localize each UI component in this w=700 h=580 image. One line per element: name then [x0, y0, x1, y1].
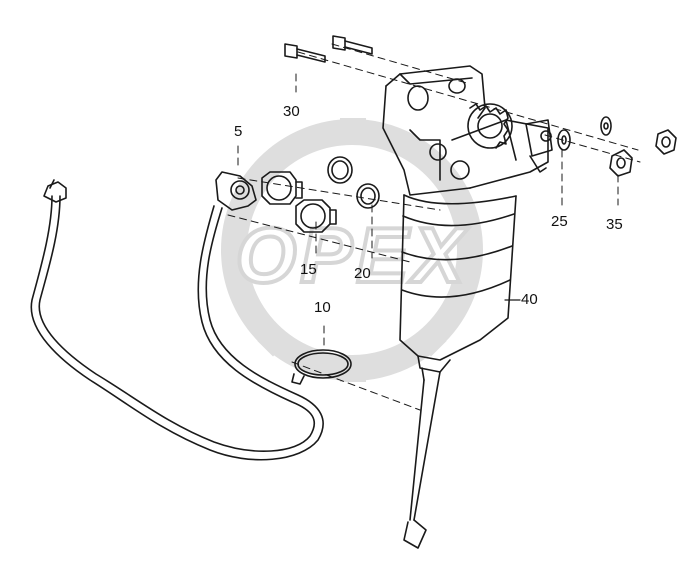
banjo-fitting-5	[215, 171, 257, 211]
o-ring-20-lower	[356, 183, 380, 209]
washer-35	[600, 116, 612, 136]
o-ring-20-upper	[327, 156, 353, 184]
watermark-text: OPEX	[236, 211, 469, 299]
callout-5: 5	[234, 123, 243, 140]
fuel-hose-long	[30, 195, 324, 461]
nut-35-b	[609, 149, 633, 177]
nut-35-a	[655, 129, 677, 155]
callout-15: 15	[300, 261, 317, 278]
callout-20: 20	[354, 265, 371, 282]
plug-15-lower	[295, 199, 337, 233]
hose-clamp-10	[291, 349, 352, 385]
washer-25	[557, 129, 571, 151]
hose-end-connector	[43, 179, 67, 203]
callout-30: 30	[283, 103, 300, 120]
plug-15-upper	[261, 171, 303, 205]
bolt-30-b	[332, 35, 373, 55]
opex-watermark-logo: OPEX	[221, 118, 483, 382]
filter-head-bracket	[382, 65, 549, 196]
callout-35: 35	[606, 216, 623, 233]
bolt-30-a	[284, 43, 326, 63]
head-inlet-nut	[467, 103, 513, 149]
filter-bowl-40	[399, 194, 517, 549]
callout-10: 10	[314, 299, 331, 316]
callout-25: 25	[551, 213, 568, 230]
head-outlet-fitting	[525, 119, 553, 173]
callout-40: 40	[521, 291, 538, 308]
assembly-leader-lines	[227, 43, 641, 411]
